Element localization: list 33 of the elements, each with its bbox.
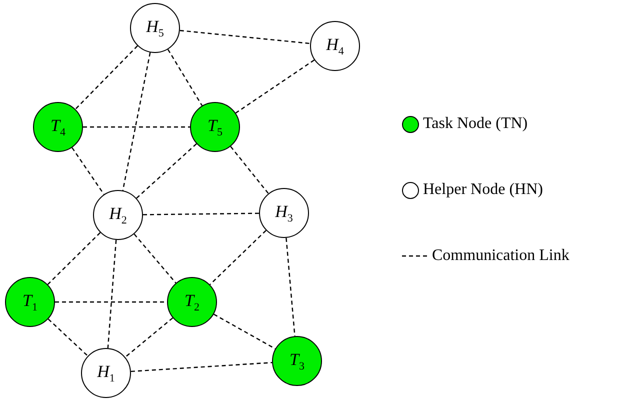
network-node: T$_{3}$	[272, 336, 322, 386]
network-node: H$_{4}$	[310, 21, 360, 71]
communication-link	[75, 45, 138, 110]
communication-link	[107, 240, 117, 348]
communication-link	[72, 147, 104, 195]
legend-label: Task Node (TN)	[423, 115, 528, 133]
network-node: T$_{5}$	[190, 102, 240, 152]
network-node: T$_{1}$	[5, 277, 55, 327]
communication-link	[83, 126, 190, 128]
communication-link	[55, 301, 167, 303]
communication-link	[136, 143, 197, 199]
communication-link	[180, 30, 310, 44]
communication-link	[130, 362, 272, 372]
communication-link	[124, 317, 174, 358]
communication-link	[143, 212, 259, 216]
legend-label: Helper Node (HN)	[423, 181, 543, 199]
network-node: H$_{1}$	[81, 348, 131, 398]
network-node: H$_{3}$	[259, 188, 309, 238]
network-node: T$_{4}$	[33, 102, 83, 152]
network-node: H$_{2}$	[93, 190, 143, 240]
communication-link	[230, 146, 269, 194]
communication-link	[214, 314, 276, 350]
communication-link	[134, 234, 176, 284]
network-node: H$_{5}$	[130, 3, 180, 53]
communication-link	[286, 238, 296, 336]
communication-link	[48, 318, 88, 356]
network-node: T$_{2}$	[167, 277, 217, 327]
communication-link	[47, 232, 101, 285]
communication-link	[235, 59, 315, 114]
communication-link	[122, 52, 151, 191]
legend-label: Communication Link	[432, 247, 570, 265]
communication-link	[210, 230, 266, 286]
communication-link	[167, 49, 203, 106]
